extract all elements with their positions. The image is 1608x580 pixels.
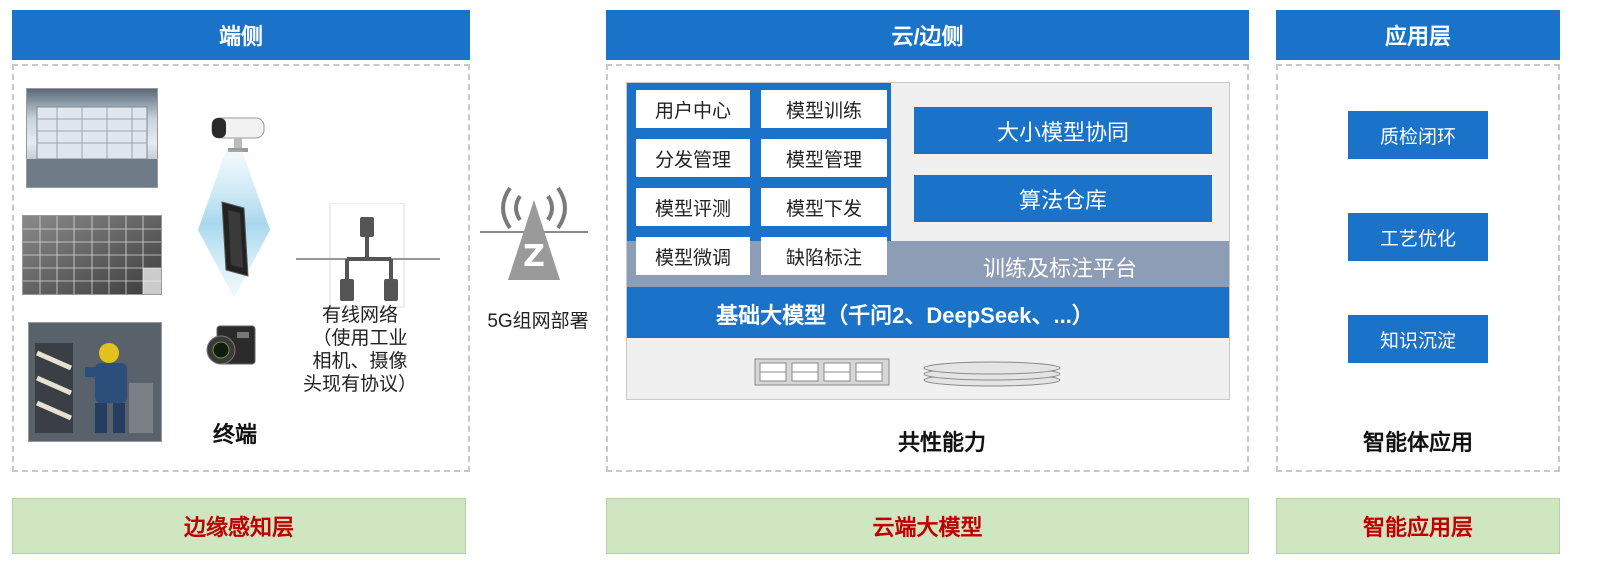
- model-evaluation-box: 模型评测: [636, 188, 750, 226]
- model-mgmt-box: 模型管理: [761, 139, 887, 177]
- network-switch-icon: [296, 202, 440, 311]
- model-finetune-box: 模型微调: [636, 237, 750, 275]
- server-rack-icon: [754, 358, 890, 386]
- algorithm-repo-box: 算法仓库: [914, 175, 1212, 222]
- model-collaboration-box: 大小模型协同: [914, 107, 1212, 154]
- bullet-camera-icon: [206, 108, 270, 154]
- model-deploy-box: 模型下发: [761, 188, 887, 226]
- panel-grid-photo: [22, 215, 162, 295]
- platform-label: 训练及标注平台: [982, 256, 1137, 281]
- foundation-band: [627, 287, 1229, 338]
- line-scanner-icon: [218, 200, 252, 278]
- agent-application-label: 智能体应用: [1362, 430, 1473, 455]
- edge-layer-footer: 边缘感知层: [12, 498, 466, 554]
- loom-photo: [26, 88, 158, 188]
- cloud-panel: [606, 64, 1249, 472]
- cloud-header: 云/边侧: [606, 10, 1249, 60]
- 5g-deployment-label: 5G组网部署: [487, 311, 589, 332]
- process-optimize-box: 工艺优化: [1348, 213, 1488, 261]
- defect-annotation-box: 缺陷标注: [761, 237, 887, 275]
- edge-panel: [12, 64, 470, 472]
- storage-disk-icon: [922, 358, 1062, 388]
- cloud-layer-footer: 云端大模型: [606, 498, 1249, 554]
- app-header: 应用层: [1276, 10, 1560, 60]
- foundation-model-label: 基础大模型（千问2、DeepSeek、...）: [716, 303, 1094, 328]
- worker-photo: [28, 322, 162, 442]
- app-layer-footer: 智能应用层: [1276, 498, 1560, 554]
- distribution-mgmt-box: 分发管理: [636, 139, 750, 177]
- svg-text:Z: Z: [523, 239, 545, 274]
- industrial-camera-icon: [203, 322, 257, 368]
- terminal-label: 终端: [212, 422, 257, 447]
- knowledge-deposit-box: 知识沉淀: [1348, 315, 1488, 363]
- app-panel: [1276, 64, 1560, 472]
- common-capability-label: 共性能力: [897, 430, 986, 455]
- network-description: 有线网络 （使用工业 相机、摄像 头现有协议）: [302, 305, 417, 395]
- quality-loop-box: 质检闭环: [1348, 111, 1488, 159]
- model-training-box: 模型训练: [761, 90, 887, 128]
- user-center-box: 用户中心: [636, 90, 750, 128]
- edge-header: 端侧: [12, 10, 470, 60]
- 5g-tower-icon: Z: [480, 180, 588, 284]
